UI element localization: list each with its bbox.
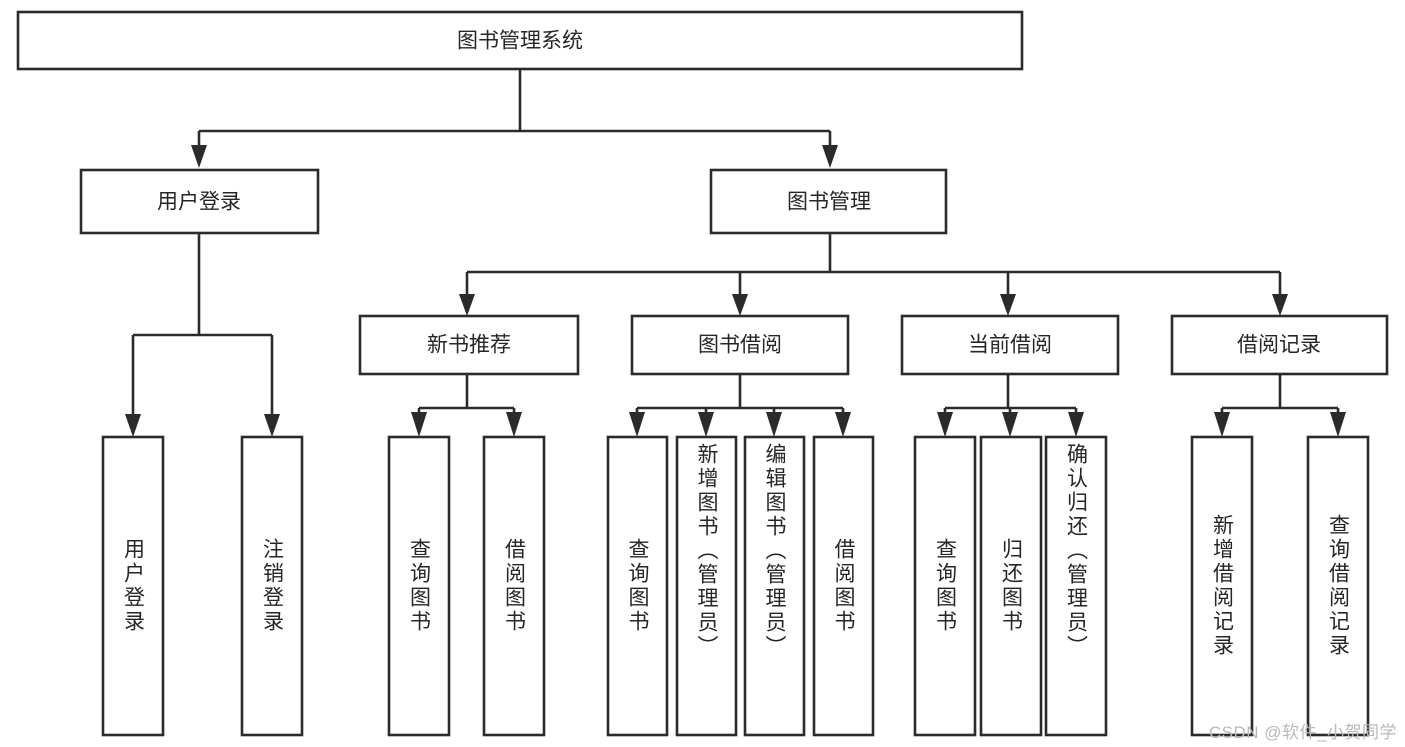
leaf-borrow-book-2-label: 借阅图书 — [832, 538, 855, 634]
arrow-to-book-borrow — [732, 294, 748, 316]
leaf-user-login[interactable]: 用户登录 — [103, 437, 163, 735]
node-book-manage-label: 图书管理 — [787, 191, 871, 214]
arrow-leaf-query-book-2 — [629, 412, 645, 437]
leaf-query-book-3[interactable]: 查询图书 — [915, 437, 975, 735]
connector-group-book-manage — [459, 233, 1288, 316]
leaf-add-record-label: 新增借阅记录 — [1210, 514, 1234, 658]
leaf-borrow-book-2-box[interactable] — [812, 435, 875, 737]
arrow-to-current-borrow — [1000, 294, 1016, 316]
leaf-borrow-book-1-box[interactable] — [482, 435, 546, 737]
arrow-leaf-user-login — [125, 414, 141, 437]
arrow-leaf-edit-book — [766, 412, 782, 437]
arrow-to-book-manage — [822, 145, 838, 168]
node-current-borrow-box[interactable] — [900, 314, 1120, 376]
leaf-query-book-2-box[interactable] — [606, 435, 669, 737]
arrow-leaf-query-record — [1330, 412, 1346, 437]
arrow-to-new-book-rec — [459, 294, 475, 316]
leaf-borrow-book-1-label: 借阅图书 — [502, 538, 526, 634]
leaf-query-record[interactable]: 查询借阅记录 — [1308, 437, 1368, 735]
leaf-boxes-group — [101, 435, 1370, 737]
leaf-query-book-2[interactable]: 查询图书 — [608, 437, 667, 735]
leaf-confirm-return-label: 确认归还（管理员） — [1064, 443, 1088, 659]
arrow-leaf-confirm-return — [1068, 412, 1084, 437]
leaf-query-record-label: 查询借阅记录 — [1326, 514, 1350, 658]
arrow-leaf-query-book-1 — [411, 412, 427, 437]
leaf-edit-book-box[interactable] — [743, 435, 806, 737]
leaf-return-book[interactable]: 归还图书 — [981, 437, 1041, 735]
connector-group-borrow-record — [1214, 374, 1346, 437]
node-new-book-rec[interactable]: 新书推荐 — [358, 314, 580, 376]
node-new-book-rec-label: 新书推荐 — [427, 334, 511, 357]
arrow-leaf-add-record — [1214, 412, 1230, 437]
node-book-manage-box[interactable] — [709, 168, 948, 235]
leaf-edit-book-label: 编辑图书（管理员） — [763, 443, 786, 659]
arrow-to-user-login — [191, 145, 207, 168]
leaf-user-logout-label: 注销登录 — [260, 538, 284, 634]
leaf-query-book-3-label: 查询图书 — [933, 538, 957, 634]
connector-group-user-login — [125, 233, 280, 437]
leaf-query-book-1-label: 查询图书 — [407, 538, 431, 634]
leaf-query-record-box[interactable] — [1306, 435, 1370, 737]
leaf-add-record-box[interactable] — [1190, 435, 1254, 737]
arrow-to-borrow-record — [1272, 294, 1288, 316]
node-book-borrow-box[interactable] — [630, 314, 850, 376]
leaf-user-logout-box[interactable] — [240, 435, 304, 737]
leaf-confirm-return[interactable]: 确认归还（管理员） — [1046, 437, 1106, 735]
node-current-borrow[interactable]: 当前借阅 — [900, 314, 1120, 376]
leaf-borrow-book-2[interactable]: 借阅图书 — [814, 437, 873, 735]
leaf-borrow-book-1[interactable]: 借阅图书 — [484, 437, 544, 735]
leaf-edit-book[interactable]: 编辑图书（管理员） — [745, 437, 804, 735]
arrow-leaf-borrow-book-1 — [506, 412, 522, 437]
leaf-query-book-3-box[interactable] — [913, 435, 977, 737]
connector-group-new-book-rec — [411, 374, 522, 437]
leaf-return-book-label: 归还图书 — [999, 538, 1023, 634]
arrow-leaf-query-book-3 — [937, 412, 953, 437]
node-new-book-rec-box[interactable] — [358, 314, 580, 376]
node-book-borrow[interactable]: 图书借阅 — [630, 314, 850, 376]
leaf-add-book[interactable]: 新增图书（管理员） — [677, 437, 736, 735]
connector-group-root — [191, 69, 838, 168]
leaf-add-record[interactable]: 新增借阅记录 — [1192, 437, 1252, 735]
arrow-leaf-add-book — [698, 412, 714, 437]
leaf-return-book-box[interactable] — [979, 435, 1043, 737]
node-user-login[interactable]: 用户登录 — [79, 168, 320, 235]
leaf-add-book-label: 新增图书（管理员） — [695, 443, 718, 659]
node-book-manage[interactable]: 图书管理 — [709, 168, 948, 235]
leaf-add-book-box[interactable] — [675, 435, 738, 737]
node-borrow-record-label: 借阅记录 — [1237, 334, 1321, 357]
arrow-leaf-return-book — [1002, 412, 1018, 437]
leaf-query-book-1[interactable]: 查询图书 — [389, 437, 449, 735]
node-root-label: 图书管理系统 — [457, 30, 583, 53]
connector-group-book-borrow — [629, 374, 851, 437]
node-user-login-box[interactable] — [79, 168, 320, 235]
node-user-login-label: 用户登录 — [157, 191, 241, 214]
leaf-user-login-label: 用户登录 — [121, 538, 145, 634]
arrow-leaf-borrow-book-2 — [835, 412, 851, 437]
leaf-query-book-2-label: 查询图书 — [626, 538, 649, 634]
node-current-borrow-label: 当前借阅 — [968, 334, 1052, 357]
arrow-leaf-user-logout — [264, 414, 280, 437]
leaf-user-login-box[interactable] — [101, 435, 165, 737]
node-book-borrow-label: 图书借阅 — [698, 334, 782, 357]
csdn-watermark: CSDN @软件_小贺同学 — [1208, 723, 1397, 742]
node-borrow-record-box[interactable] — [1170, 314, 1389, 376]
node-borrow-record[interactable]: 借阅记录 — [1170, 314, 1389, 376]
leaf-confirm-return-box[interactable] — [1044, 435, 1108, 737]
node-root-box[interactable] — [16, 10, 1024, 71]
connector-group-current-borrow — [937, 374, 1084, 437]
node-root[interactable]: 图书管理系统 — [16, 10, 1024, 71]
leaf-user-logout[interactable]: 注销登录 — [242, 437, 302, 735]
leaf-query-book-1-box[interactable] — [387, 435, 451, 737]
